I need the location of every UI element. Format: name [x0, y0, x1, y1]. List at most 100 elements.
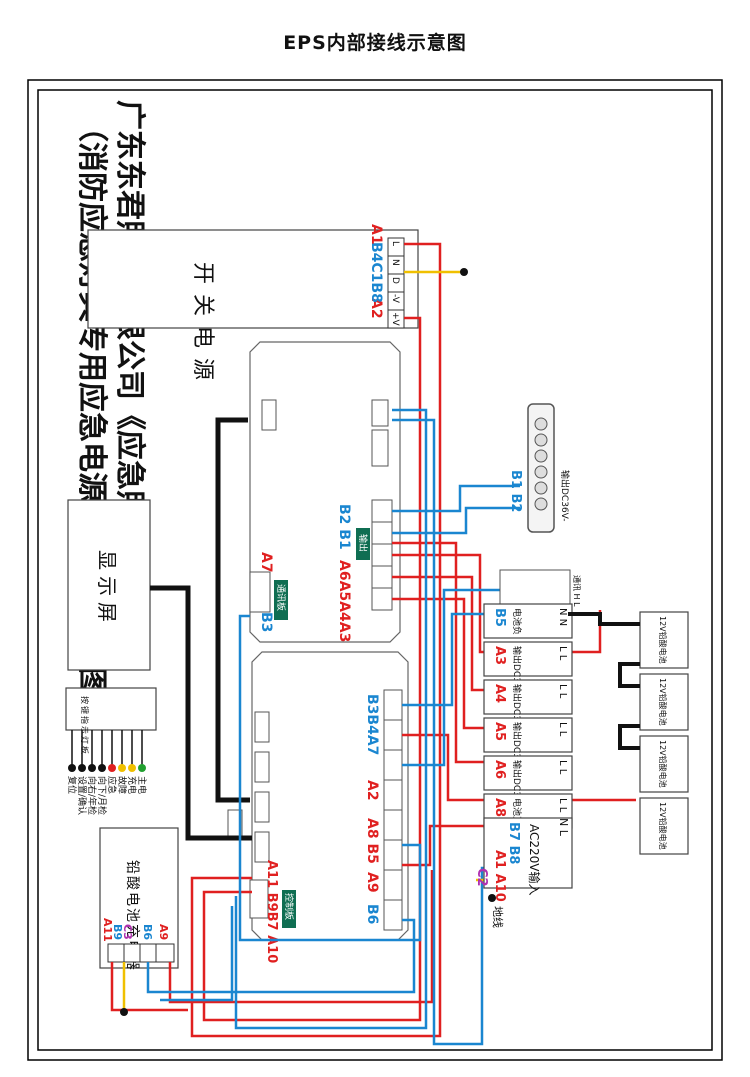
keyboard-lead-label: 主电 [136, 776, 148, 794]
ctrl-key-port [254, 831, 270, 863]
keyboard-lead-label: 向下/月检 [96, 776, 108, 815]
breaker-terms: L L [557, 684, 568, 699]
output-tag [356, 528, 370, 560]
battery-box [639, 673, 689, 731]
battery: 12V铅酸电池 [639, 673, 689, 731]
psu-label-b4c1b8: B4C1B8 [368, 242, 384, 303]
comm-label-a7: A7 [258, 552, 274, 573]
psu-terminal-nv: -V [390, 294, 400, 304]
breaker-box [483, 679, 573, 715]
keyboard-board [65, 687, 157, 731]
ground-dot-charger [120, 1008, 128, 1016]
psu-terminal-pv: +V [390, 312, 400, 327]
busbar-codes: B1 B2 [508, 470, 523, 512]
ground-label: 地线 [491, 906, 505, 928]
keyboard-lead-label: 充电 [126, 776, 138, 794]
switch-psu-label: 开关电源 [190, 262, 215, 390]
ground-code: C2 [474, 868, 489, 887]
charger-terminals [107, 943, 175, 963]
battery: 12V铅酸电池 [639, 611, 689, 669]
breaker-box [483, 603, 573, 639]
keyboard-lead-lamp [138, 764, 146, 772]
board-label-a6a5a4a3: A6A5A4A3 [336, 560, 352, 642]
main-breaker-codes2: A1 A10 [492, 850, 507, 902]
battery-box [639, 735, 689, 793]
battery-links [568, 612, 640, 750]
keyboard-lead-label: 故障 [116, 776, 128, 794]
main-breaker-terms: N L [557, 818, 570, 837]
breaker-code: B5 [492, 608, 507, 627]
comm-pin-label: 通讯 H L [572, 575, 582, 607]
main-breaker-label: AC220V输入 [527, 824, 542, 896]
keyboard-lead-label: 向右/年检 [86, 776, 98, 815]
breaker-box [483, 717, 573, 753]
keyboard-lead-label: 应急 [106, 776, 118, 794]
comm-pin-block [499, 569, 571, 605]
keyboard-lead-labels: 复位设置/确认向右/年检向下/月检应急故障充电主电 [66, 776, 148, 815]
board-label-b2b1: B2 B1 [336, 504, 352, 550]
battery-label: 12V铅酸电池 [658, 678, 668, 726]
control-board-tag [282, 890, 296, 928]
breaker-code: A5 [492, 722, 507, 741]
comm-ac-port [371, 429, 389, 467]
ctrl-label-a2: A2 [364, 780, 380, 801]
charger-label-c3: C3 [121, 924, 134, 940]
busbar-label: 输出DC36V- [559, 470, 571, 522]
breaker-box [483, 755, 573, 791]
comm-board-outline [249, 341, 401, 643]
keyboard-lead-lamp [128, 764, 136, 772]
keyboard-lead-lamp [68, 764, 76, 772]
psu-label-a1: A1 [368, 224, 384, 245]
breaker-text: 电池负 [511, 608, 523, 635]
psu-terminal-l: L [390, 241, 400, 246]
battery: 12V铅酸电池 [639, 735, 689, 793]
comm-can-port [371, 399, 389, 427]
breaker-box [483, 641, 573, 677]
breaker-terms: N N [557, 608, 568, 626]
psu-terminal-d: D [390, 277, 400, 284]
ctrl-manual-port [254, 711, 270, 743]
comm-board-tag [274, 580, 288, 620]
main-breaker-box [483, 817, 573, 889]
control-board-label: 控制板 [283, 893, 295, 920]
wires-black [150, 417, 252, 841]
ctrl-serial-port [254, 791, 270, 823]
ctrl-terminal-strip [383, 689, 403, 931]
ctrl-label-b3b4a7: B3B4A7 [364, 694, 380, 755]
ctrl-power-port [249, 879, 269, 919]
keyboard-lead-lamp [108, 764, 116, 772]
display-label: 显示屏 [95, 550, 119, 628]
keyboard-leads [68, 730, 146, 772]
output-tag-label: 输出 [357, 534, 369, 552]
charger-label-a9: A9 [157, 924, 170, 940]
battery-label: 12V铅酸电池 [658, 616, 668, 664]
ground-dot-psu [460, 268, 468, 276]
comm-label-b3: B3 [258, 612, 274, 632]
ctrl-label-a9: A9 [364, 872, 380, 893]
comm-36v-port [249, 571, 271, 613]
battery-label: 12V铅酸电池 [658, 740, 668, 788]
keyboard-lead-label: 设置/确认 [76, 776, 88, 815]
ctrl-label-a8b5: A8 B5 [364, 818, 380, 864]
comm-output-terminals [371, 499, 393, 611]
inner-frame [37, 89, 713, 1051]
breaker-terms: L L [557, 722, 568, 737]
keyboard-lead-lamp [98, 764, 106, 772]
ctrl-batt-port [254, 751, 270, 783]
busbar [527, 403, 555, 533]
page-title: EPS内部接线示意图 [283, 32, 467, 54]
ground-dot-input [488, 894, 496, 902]
battery-box [639, 797, 689, 855]
breaker-terms: L L [557, 760, 568, 775]
display-box [67, 499, 151, 671]
breaker-code: A6 [492, 760, 507, 779]
keyboard-lead-lamp [118, 764, 126, 772]
keyboard-lead-lamp [88, 764, 96, 772]
battery-box [639, 611, 689, 669]
charger-label-b9: B9 [111, 924, 124, 940]
keyboard-label: 按键指示灯板 [80, 696, 90, 756]
breaker-code: A4 [492, 684, 507, 703]
